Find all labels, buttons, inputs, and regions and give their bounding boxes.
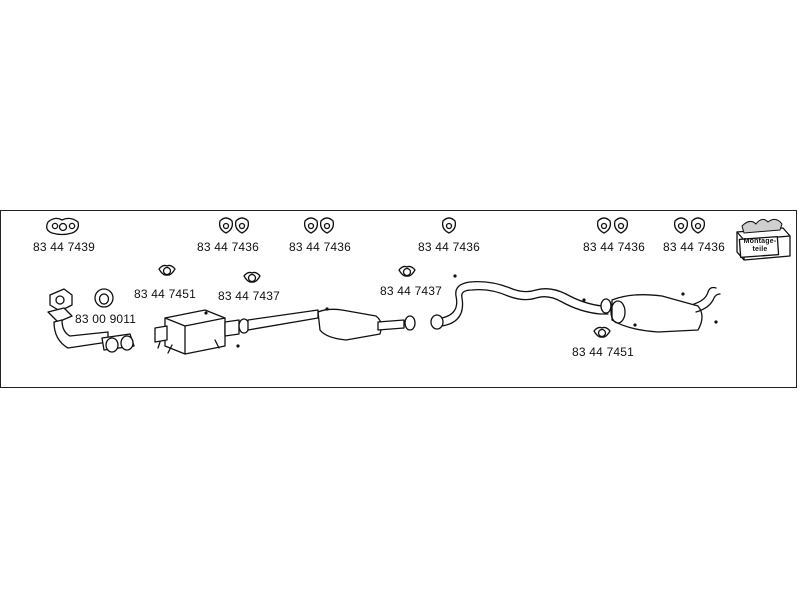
gasket-icon (243, 271, 261, 283)
gasket-icon (593, 326, 611, 338)
fastener-markers (204, 274, 718, 348)
rubber-hanger-icon (303, 217, 335, 234)
rubber-hanger-icon (673, 217, 706, 234)
part-number-label: 83 44 7437 (380, 284, 443, 298)
diagram-frame (0, 210, 797, 388)
part-number-label: 83 44 7439 (33, 240, 96, 254)
part-number-label: 83 44 7437 (218, 289, 281, 303)
mounting-kit-box-icon (736, 218, 791, 261)
rear-pipe-icon (430, 280, 611, 330)
part-number-label: 83 00 9011 (75, 312, 137, 326)
part-number-label: 83 44 7436 (289, 240, 352, 254)
part-number-label: 83 44 7436 (583, 240, 646, 254)
part-number-label: 83 44 7451 (572, 345, 635, 359)
part-number-label: 83 44 7436 (418, 240, 481, 254)
rubber-hanger-icon (218, 217, 250, 234)
gasket-icon (398, 265, 416, 277)
rear-silencer-icon (600, 286, 721, 333)
gasket-icon (46, 217, 80, 236)
gasket-icon (158, 264, 176, 276)
mounting-kit-label-line2: teile (752, 246, 768, 253)
part-number-label: 83 44 7436 (197, 240, 260, 254)
part-number-label: 83 44 7451 (134, 287, 197, 301)
middle-silencer-icon (238, 308, 416, 341)
rubber-hanger-icon (596, 217, 629, 234)
mounting-kit-label-line1: Montage- (743, 238, 777, 245)
ring-gasket-icon (94, 288, 114, 308)
front-pipe-icon (47, 288, 135, 353)
mounting-kit-label: Montage- teile (742, 238, 778, 254)
part-number-label: 83 44 7436 (663, 240, 726, 254)
catalytic-converter-icon (154, 309, 240, 355)
rubber-hanger-icon (441, 217, 457, 234)
